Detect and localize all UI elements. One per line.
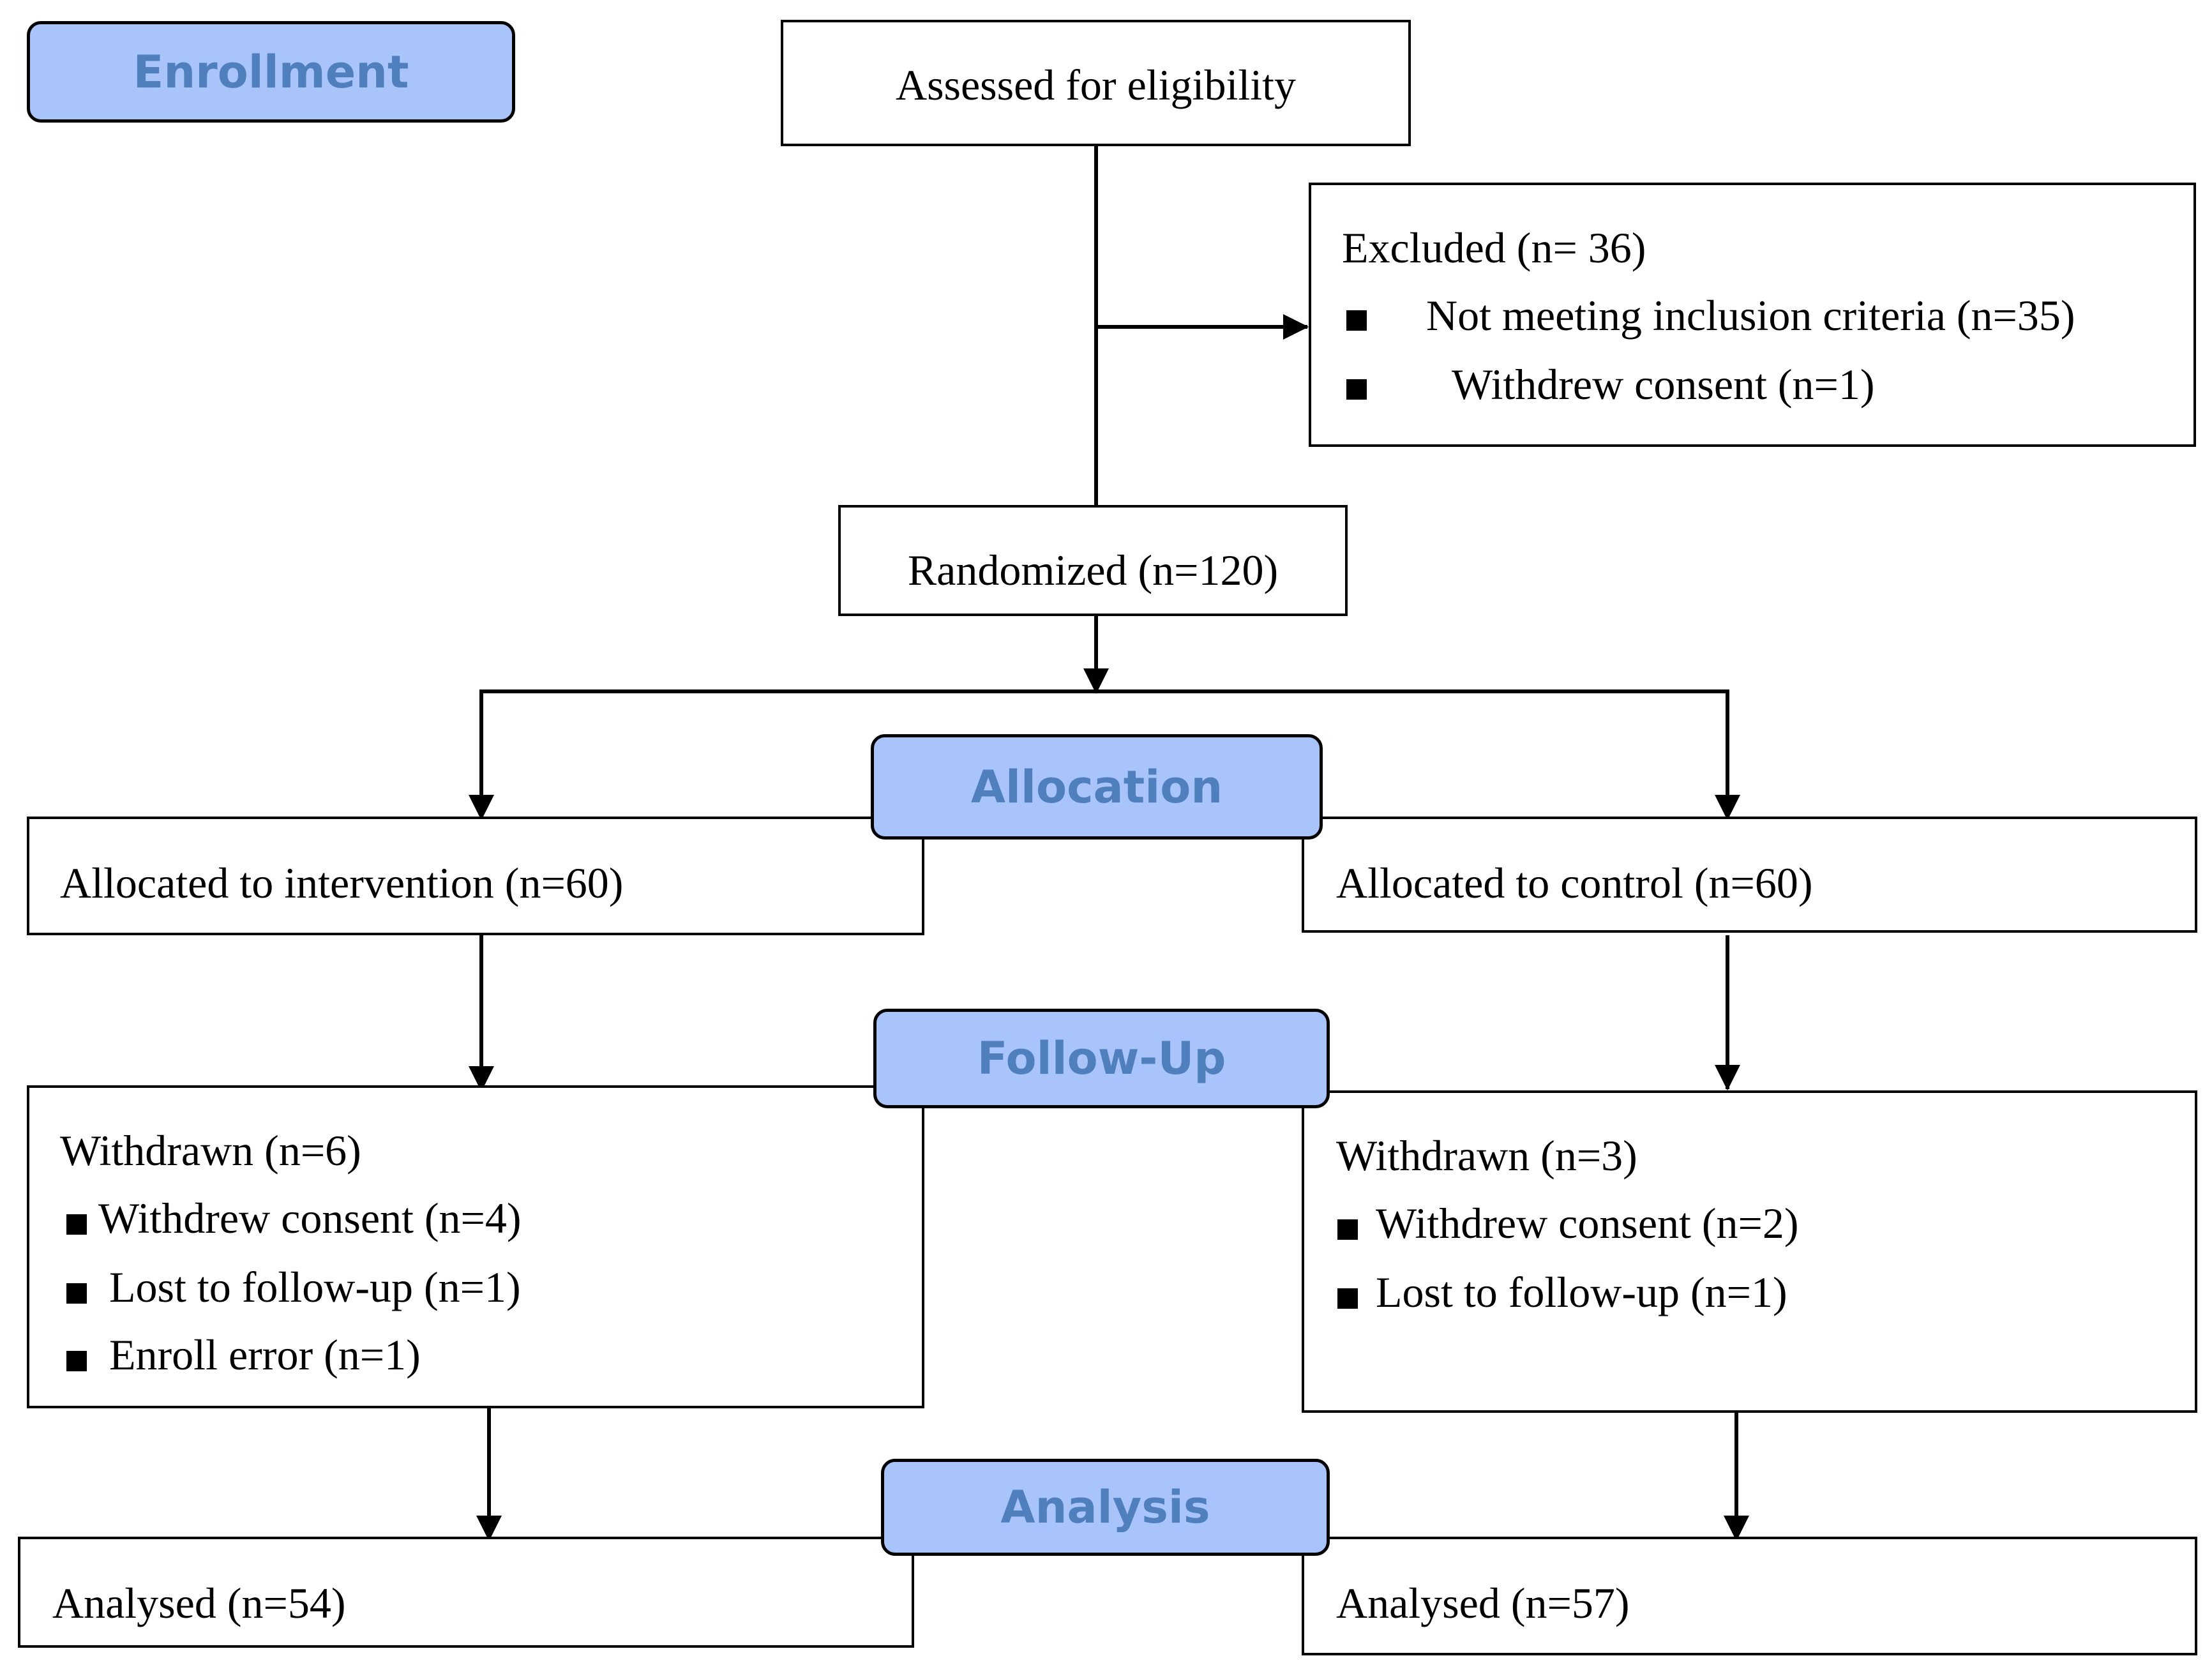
intervention-withdrawn-item-2: Lost to follow-up (n=1) (109, 1263, 521, 1311)
bullet-icon (66, 1283, 87, 1304)
control-withdrawn-title: Withdrawn (n=3) (1336, 1131, 1637, 1180)
intervention-withdrawn-box: Withdrawn (n=6) Withdrew consent (n=4) L… (27, 1085, 924, 1408)
control-analysed-box: Analysed (n=57) (1302, 1537, 2197, 1655)
excluded-item-1: Not meeting inclusion criteria (n=35) (1426, 291, 2075, 340)
intervention-analysed-label: Analysed (n=54) (52, 1579, 346, 1627)
intervention-withdrawn-item-1: Withdrew consent (n=4) (98, 1194, 522, 1242)
stage-allocation: Allocation (871, 734, 1323, 840)
bullet-icon (66, 1351, 87, 1371)
intervention-allocated-label: Allocated to intervention (n=60) (60, 859, 624, 907)
stage-follow-up-label: Follow-Up (977, 1032, 1226, 1085)
bullet-icon (1337, 1219, 1358, 1240)
bullet-icon (1337, 1288, 1358, 1309)
excluded-title: Excluded (n= 36) (1342, 223, 1646, 272)
control-withdrawn-box: Withdrawn (n=3) Withdrew consent (n=2) L… (1302, 1090, 2197, 1413)
assessed-label: Assessed for eligibility (895, 61, 1297, 109)
intervention-withdrawn-item-3: Enroll error (n=1) (109, 1330, 421, 1379)
stage-enrollment-label: Enrollment (133, 45, 409, 98)
control-withdrawn-item-2: Lost to follow-up (n=1) (1376, 1268, 1787, 1316)
bullet-icon (66, 1214, 87, 1235)
intervention-allocated-box: Allocated to intervention (n=60) (27, 817, 924, 935)
stage-follow-up: Follow-Up (873, 1009, 1330, 1108)
stage-analysis: Analysis (881, 1459, 1330, 1556)
arrow-split-left (469, 689, 1096, 820)
intervention-withdrawn-title: Withdrawn (n=6) (60, 1126, 361, 1175)
excluded-box: Excluded (n= 36) Not meeting inclusion c… (1309, 183, 2196, 447)
stage-allocation-label: Allocation (970, 760, 1223, 813)
control-allocated-box: Allocated to control (n=60) (1302, 817, 2197, 933)
control-analysed-label: Analysed (n=57) (1336, 1579, 1630, 1627)
randomized-label: Randomized (n=120) (907, 546, 1279, 594)
control-withdrawn-item-1: Withdrew consent (n=2) (1376, 1199, 1799, 1247)
excluded-item-2: Withdrew consent (n=1) (1452, 360, 1875, 409)
control-allocated-label: Allocated to control (n=60) (1336, 859, 1813, 907)
assessed-box: Assessed for eligibility (781, 20, 1411, 146)
bullet-icon (1346, 310, 1367, 331)
intervention-analysed-box: Analysed (n=54) (18, 1537, 914, 1648)
stage-enrollment: Enrollment (27, 21, 515, 123)
randomized-box: Randomized (n=120) (838, 505, 1348, 616)
bullet-icon (1346, 379, 1367, 400)
arrow-split-right (1096, 689, 1740, 820)
stage-analysis-label: Analysis (1000, 1481, 1210, 1533)
